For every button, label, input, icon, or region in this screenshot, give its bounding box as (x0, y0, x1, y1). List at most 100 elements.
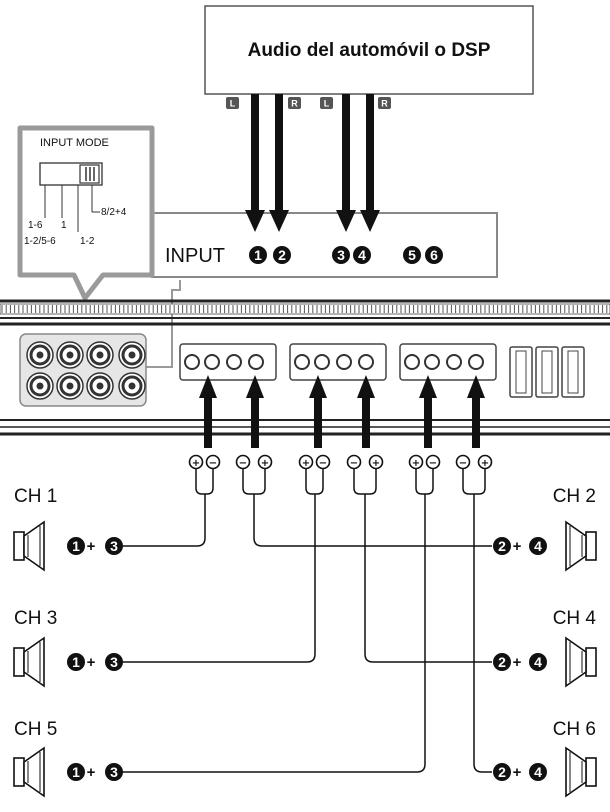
combo-join-symbol: + (513, 654, 522, 671)
minus-terminal-marker (455, 454, 471, 470)
minus-terminal-marker (315, 454, 331, 470)
speaker-magnet-icon (13, 531, 25, 561)
channel-badge-l1-text: L (230, 99, 236, 109)
terminal-screw (314, 354, 330, 370)
channel-badge-r2 (378, 97, 391, 109)
arrowhead-input-1 (245, 210, 265, 232)
combo-marker-text: 1 (72, 538, 80, 554)
channel-badge-l1 (226, 97, 239, 109)
minus-terminal-marker (235, 454, 251, 470)
input-number-4 (353, 246, 371, 264)
fuses (509, 346, 585, 398)
terminal-feed-arrows (199, 375, 485, 448)
combo-marker-4 (529, 763, 547, 781)
minus-terminal-symbol: − (429, 458, 437, 469)
plus-terminal-marker (298, 454, 314, 470)
terminal-feed-arrowhead (246, 375, 264, 398)
input-number-1-text: 1 (254, 247, 262, 263)
combo-marker-1 (67, 653, 85, 671)
plus-terminal-marker (188, 454, 204, 470)
combo-marker-text: 3 (110, 538, 118, 554)
combo-marker-text: 2 (498, 764, 506, 780)
rca-jack-pin (128, 351, 136, 359)
amplifier-chassis (0, 299, 610, 436)
combo-marker-1 (67, 763, 85, 781)
speaker-wire (253, 494, 492, 547)
speaker-wire (122, 494, 426, 773)
combo-join-symbol: + (513, 764, 522, 781)
input-number-markers: 1 2 3 4 5 6 (249, 246, 443, 264)
callout-connector (146, 280, 181, 368)
speaker-wire (305, 469, 324, 495)
plus-terminal-symbol: + (481, 458, 489, 469)
input-mode-leader-lines (44, 185, 100, 232)
speaker-wire (242, 469, 266, 495)
combo-marker-text: 1 (72, 764, 80, 780)
combo-join-symbol: + (513, 538, 522, 555)
audio-source-label: Audio del automóvil o DSP (248, 40, 491, 61)
minus-terminal-symbol: − (209, 458, 217, 469)
input-number-2 (273, 246, 291, 264)
input-number-3 (332, 246, 350, 264)
input-number-5-text: 5 (408, 247, 416, 263)
channel-badge-r1-text: R (291, 99, 298, 109)
channel-badge-r2-text: R (381, 99, 388, 109)
source-to-input-arrows (251, 94, 374, 212)
source-channel-badges: L R L R (226, 97, 391, 109)
terminal-screw (446, 354, 462, 370)
combo-marker-text: 4 (534, 654, 542, 670)
terminal-screw (424, 354, 440, 370)
combo-marker-text: 4 (534, 538, 542, 554)
minus-terminal-symbol: − (350, 458, 358, 469)
terminal-feed-arrowhead (199, 375, 217, 398)
combo-marker-4 (529, 537, 547, 555)
speaker-wire (462, 469, 486, 495)
combo-marker-text: 3 (110, 764, 118, 780)
speaker-wire (364, 494, 492, 663)
plus-terminal-marker (408, 454, 424, 470)
channel-label-ch1: CH 1 (14, 486, 57, 507)
rca-jack-pin (128, 382, 136, 390)
combo-marker-text: 4 (534, 764, 542, 780)
speaker-ch6: 2 +4 (493, 746, 597, 798)
terminal-screw (204, 354, 220, 370)
speaker-wire (415, 469, 434, 495)
source-arrowheads (245, 210, 380, 232)
combo-join-symbol: + (87, 654, 96, 671)
channel-label-ch4: CH 4 (553, 608, 597, 629)
combo-marker-3 (105, 537, 123, 555)
combo-marker-text: 3 (110, 654, 118, 670)
input-number-3-text: 3 (337, 247, 345, 263)
plus-terminal-symbol: + (261, 458, 269, 469)
plus-terminal-symbol: + (192, 458, 200, 469)
terminal-screw (294, 354, 310, 370)
combo-marker-4 (529, 653, 547, 671)
speaker-wire (473, 494, 492, 773)
speaker-magnet-icon (585, 757, 597, 787)
plus-terminal-marker (368, 454, 384, 470)
combo-marker-text: 2 (498, 654, 506, 670)
combo-marker-3 (105, 763, 123, 781)
combo-marker-2 (493, 763, 511, 781)
terminal-feed-arrowhead (419, 375, 437, 398)
speaker-cone-icon (23, 746, 45, 798)
input-mode-option-1-2-5-6: 1-2/5-6 (24, 236, 56, 247)
input-mode-title: INPUT MODE (40, 137, 109, 149)
terminal-screw (248, 354, 264, 370)
arrowhead-input-2 (269, 210, 289, 232)
plus-terminal-marker (477, 454, 493, 470)
channel-badge-l2-text: L (324, 99, 330, 109)
rca-jack-pin (66, 382, 74, 390)
chassis-ribs (1, 305, 608, 313)
combo-marker-3 (105, 653, 123, 671)
terminal-feed-arrowhead (357, 375, 375, 398)
speaker-cone-icon (23, 636, 45, 688)
input-number-4-text: 4 (358, 247, 366, 263)
rca-jack-pin (96, 382, 104, 390)
minus-terminal-marker (205, 454, 221, 470)
input-number-6-text: 6 (430, 247, 438, 263)
input-mode-callout (17, 125, 155, 301)
speaker-magnet-icon (13, 757, 25, 787)
channel-label-ch6: CH 6 (553, 719, 596, 740)
